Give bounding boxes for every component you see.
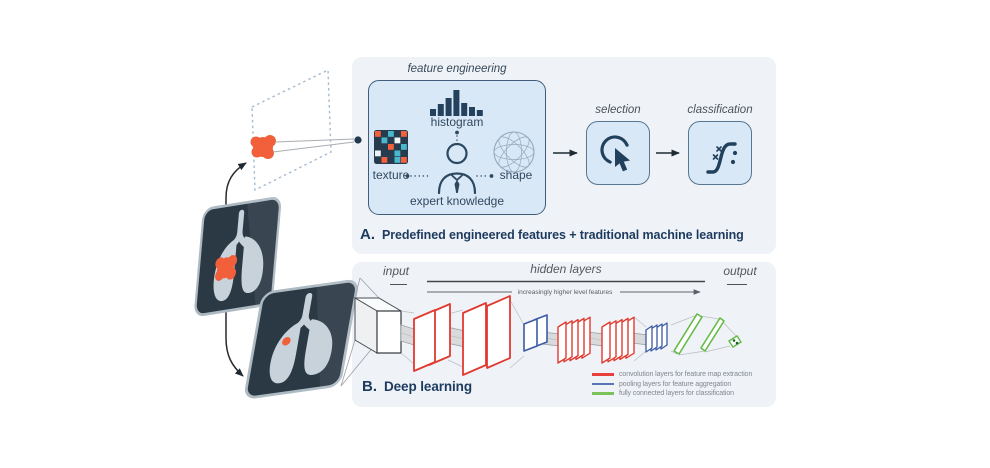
legend-row-fully-connected: fully connected layers for classificatio… [592, 390, 752, 397]
hidden-layers-label: hidden layers [530, 262, 602, 276]
legend-fully-connected-label: fully connected layers for classificatio… [619, 390, 734, 397]
scan-sequence-arrow [225, 162, 247, 377]
panel-b-tag: B. [362, 378, 377, 395]
output-label: output [723, 264, 757, 278]
higher-features-label: increasingly higher level features [513, 288, 617, 296]
shape-label: shape [499, 168, 533, 182]
panel-a-title: Predefined engineered features + traditi… [382, 228, 744, 242]
legend-pooling-label: pooling layers for feature aggregation [619, 380, 732, 388]
feature-engineering-label: feature engineering [407, 63, 507, 75]
input-label: input [382, 264, 410, 278]
texture-label: texture [372, 168, 410, 182]
classification-box [688, 121, 752, 185]
panel-a-tag: A. [360, 226, 375, 243]
legend-convolution-label: convolution layers for feature map extra… [619, 371, 753, 378]
lung-scan-1 [195, 195, 283, 317]
fully-connected-swatch [592, 392, 614, 395]
cnn-legend: convolution layers for feature map extra… [592, 371, 752, 397]
expert-knowledge-label: expert knowledge [409, 194, 505, 208]
legend-row-convolution: convolution layers for feature map extra… [592, 371, 752, 378]
tumor-icon [250, 135, 276, 159]
projection-plane [250, 68, 362, 192]
selection-label: selection [595, 104, 641, 116]
selection-box [586, 121, 650, 185]
tumor-icon [215, 254, 238, 281]
histogram-label: histogram [430, 115, 484, 129]
panel-a-caption: A. Predefined engineered features + trad… [360, 226, 744, 243]
input-underline [390, 283, 407, 286]
convolution-swatch [592, 373, 614, 376]
output-underline [727, 283, 747, 286]
panel-b-title: Deep learning [384, 379, 472, 394]
classification-label: classification [687, 104, 753, 116]
panel-b-caption: B. Deep learning [362, 378, 472, 395]
pooling-swatch [592, 382, 614, 386]
tumor-icon [282, 337, 291, 346]
lung-scan-2 [244, 278, 359, 400]
legend-row-pooling: pooling layers for feature aggregation [592, 381, 752, 388]
